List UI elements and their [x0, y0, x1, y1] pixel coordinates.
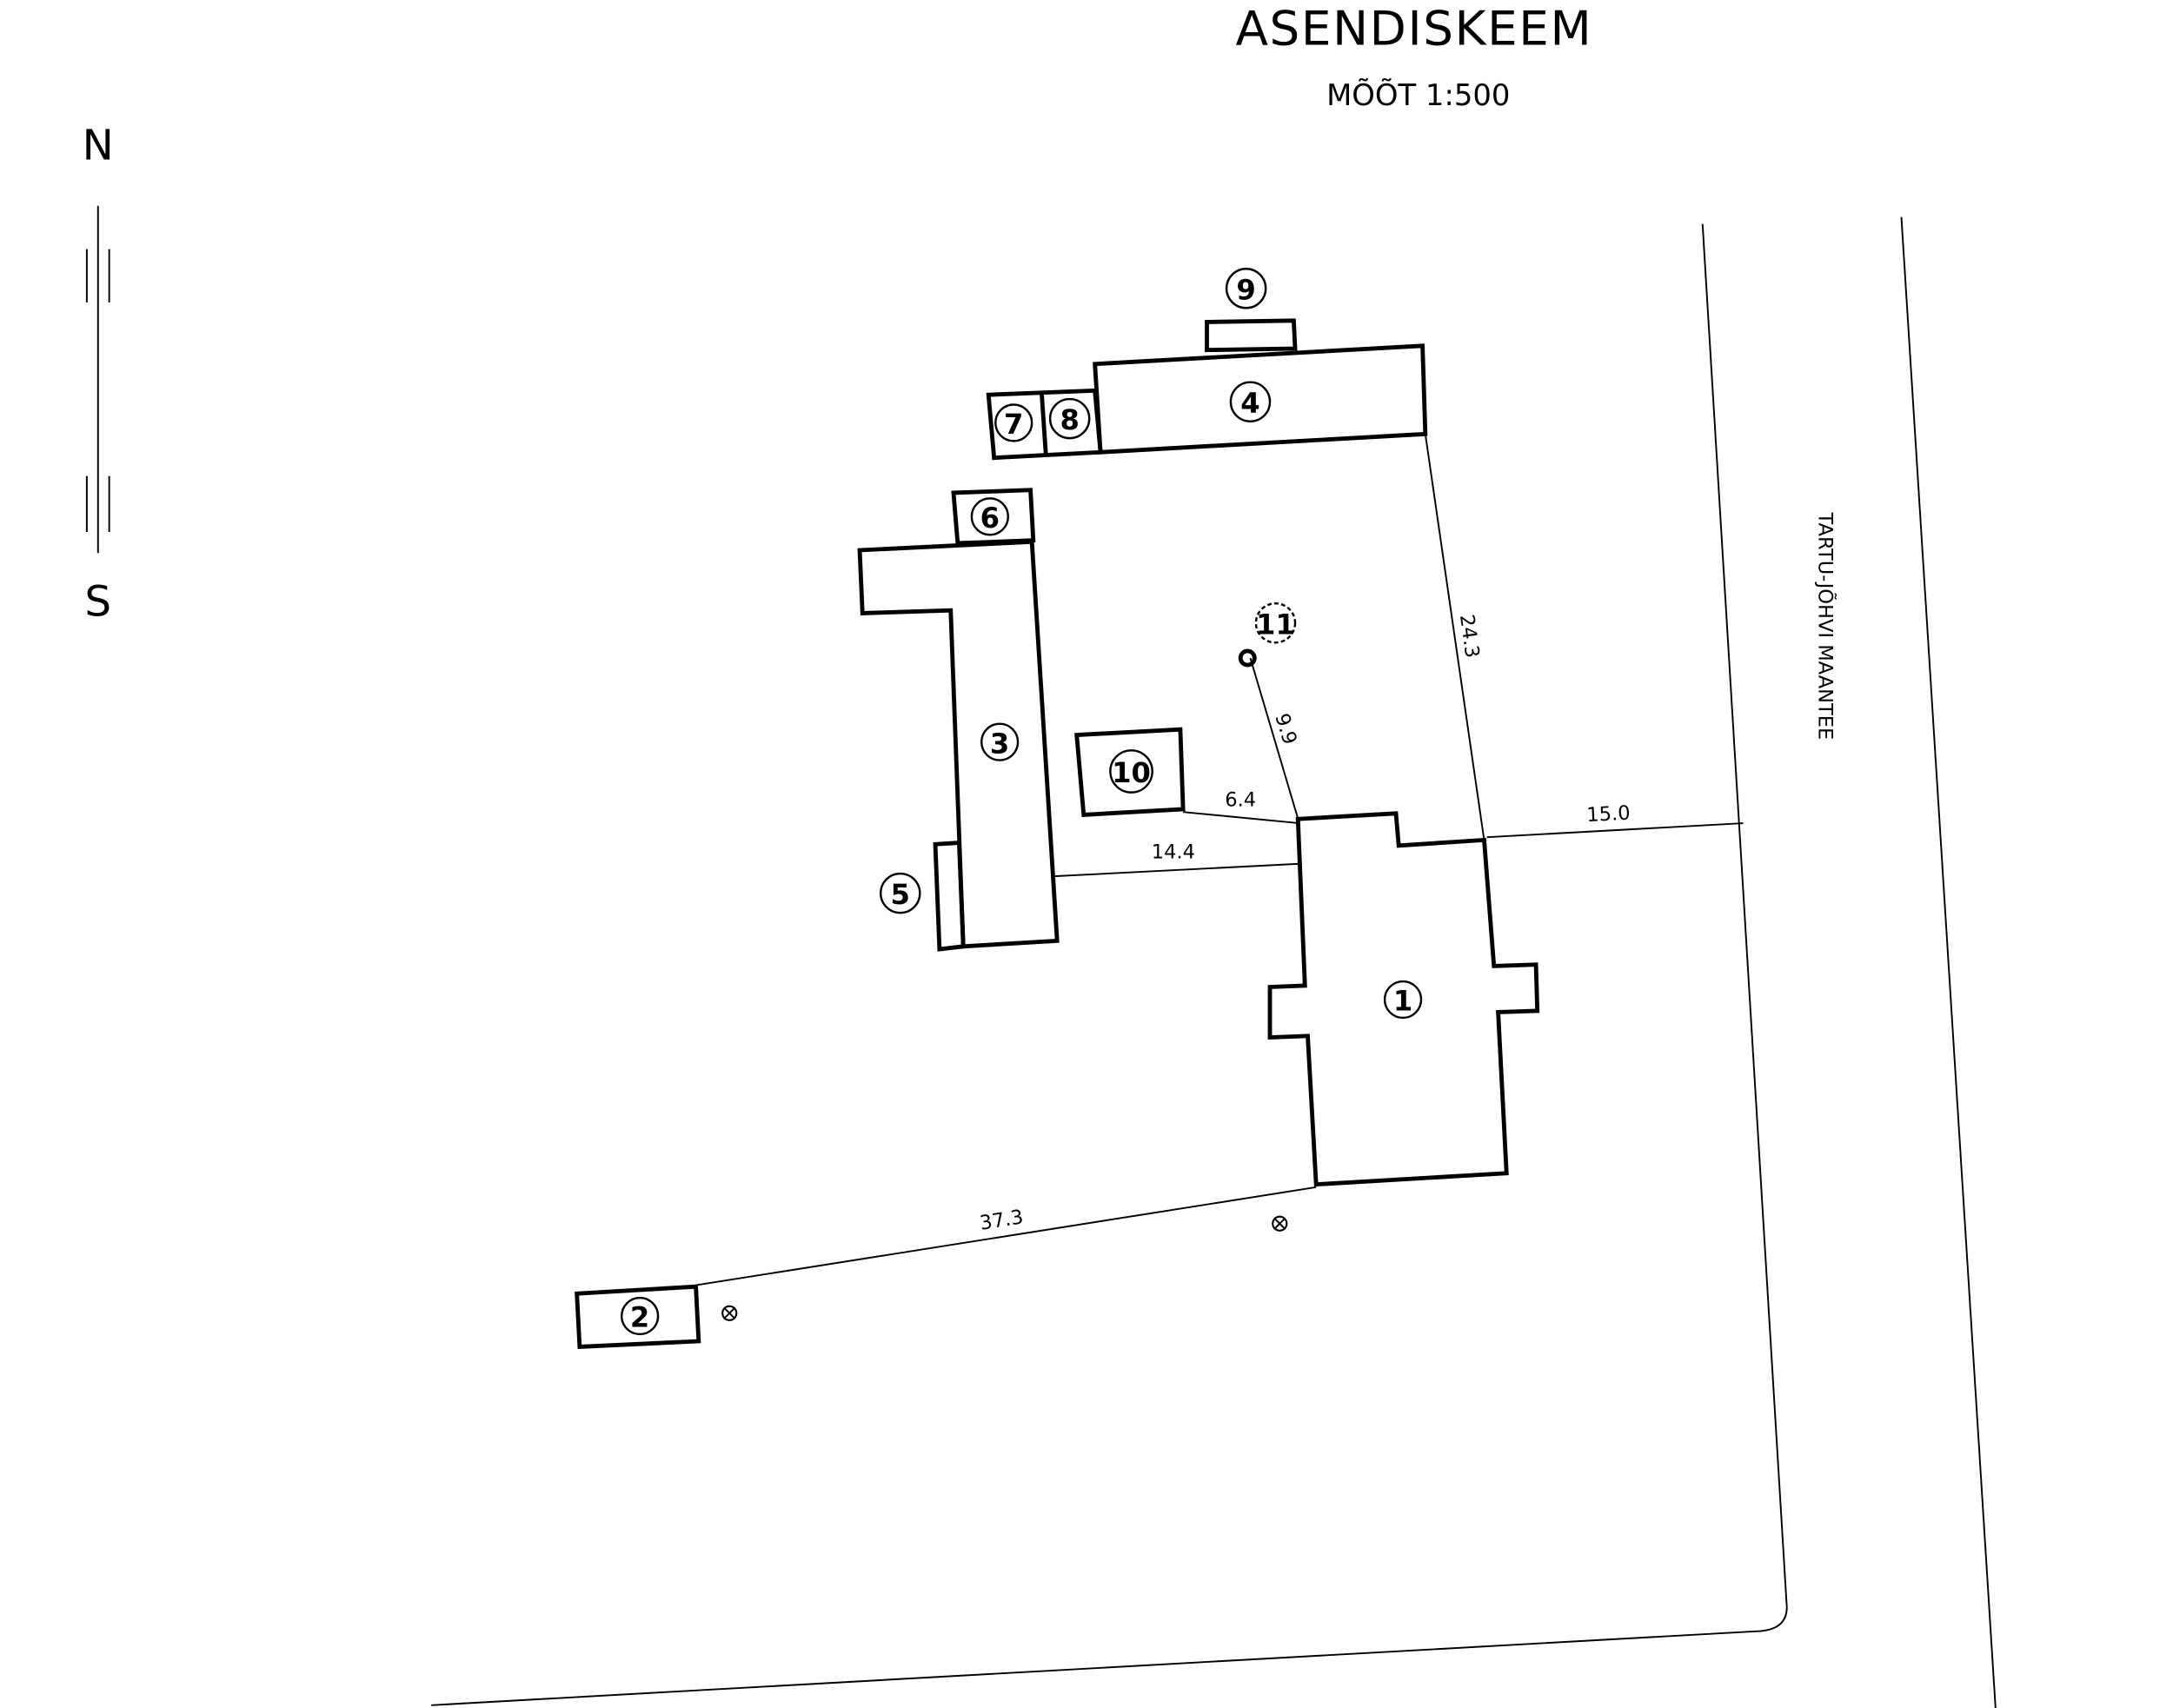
- dimension-6-4: 6.4: [1225, 789, 1256, 812]
- well-marker-icon: [1238, 648, 1257, 668]
- dimension-15-0: 15.0: [1586, 802, 1631, 827]
- dimension-24-3: 24.3: [1455, 613, 1484, 659]
- plan-scale: MÕÕT 1:500: [1326, 77, 1510, 112]
- svg-text:5: 5: [891, 878, 910, 911]
- svg-text:1: 1: [1393, 985, 1412, 1018]
- label-4: 4: [1229, 381, 1272, 423]
- building-7-8: [986, 388, 1103, 461]
- label-1: 1: [1383, 980, 1423, 1020]
- svg-text:7: 7: [1004, 408, 1023, 441]
- label-10: 10: [1109, 749, 1153, 794]
- svg-text:10: 10: [1112, 756, 1151, 789]
- road-label: TARTU-JÕHVI MAANTEE: [1813, 512, 1838, 741]
- label-5: 5: [880, 872, 921, 914]
- label-2: 2: [620, 1296, 660, 1336]
- label-3: 3: [980, 722, 1020, 761]
- dimension-37-3: 37.3: [978, 1206, 1025, 1235]
- property-boundary: [431, 223, 1788, 1706]
- dimension-14-4: 14.4: [1152, 841, 1195, 863]
- building-10: [1074, 727, 1186, 817]
- svg-text:4: 4: [1240, 387, 1259, 420]
- label-7: 7: [994, 403, 1033, 442]
- svg-text:6: 6: [980, 502, 1000, 535]
- road-edge: [1900, 216, 1997, 1708]
- label-6: 6: [970, 497, 1010, 536]
- svg-text:3: 3: [990, 727, 1009, 760]
- cross-marker-icon: [721, 1305, 738, 1321]
- building-5: [933, 841, 966, 952]
- north-label: N: [83, 122, 114, 170]
- north-arrow-icon: N S: [83, 122, 114, 627]
- south-label: S: [84, 578, 111, 627]
- plan-title: ASENDISKEEM: [1235, 1, 1592, 56]
- svg-text:8: 8: [1060, 403, 1079, 436]
- building-1: [1267, 811, 1540, 1187]
- svg-text:11: 11: [1256, 608, 1295, 641]
- label-11: 11: [1254, 601, 1297, 644]
- building-2: [575, 1284, 701, 1349]
- building-9: [1205, 318, 1298, 353]
- cross-marker-icon: [1272, 1215, 1288, 1232]
- label-8: 8: [1048, 397, 1091, 440]
- svg-text:2: 2: [630, 1301, 649, 1334]
- svg-text:9: 9: [1236, 273, 1255, 306]
- label-9: 9: [1225, 268, 1267, 309]
